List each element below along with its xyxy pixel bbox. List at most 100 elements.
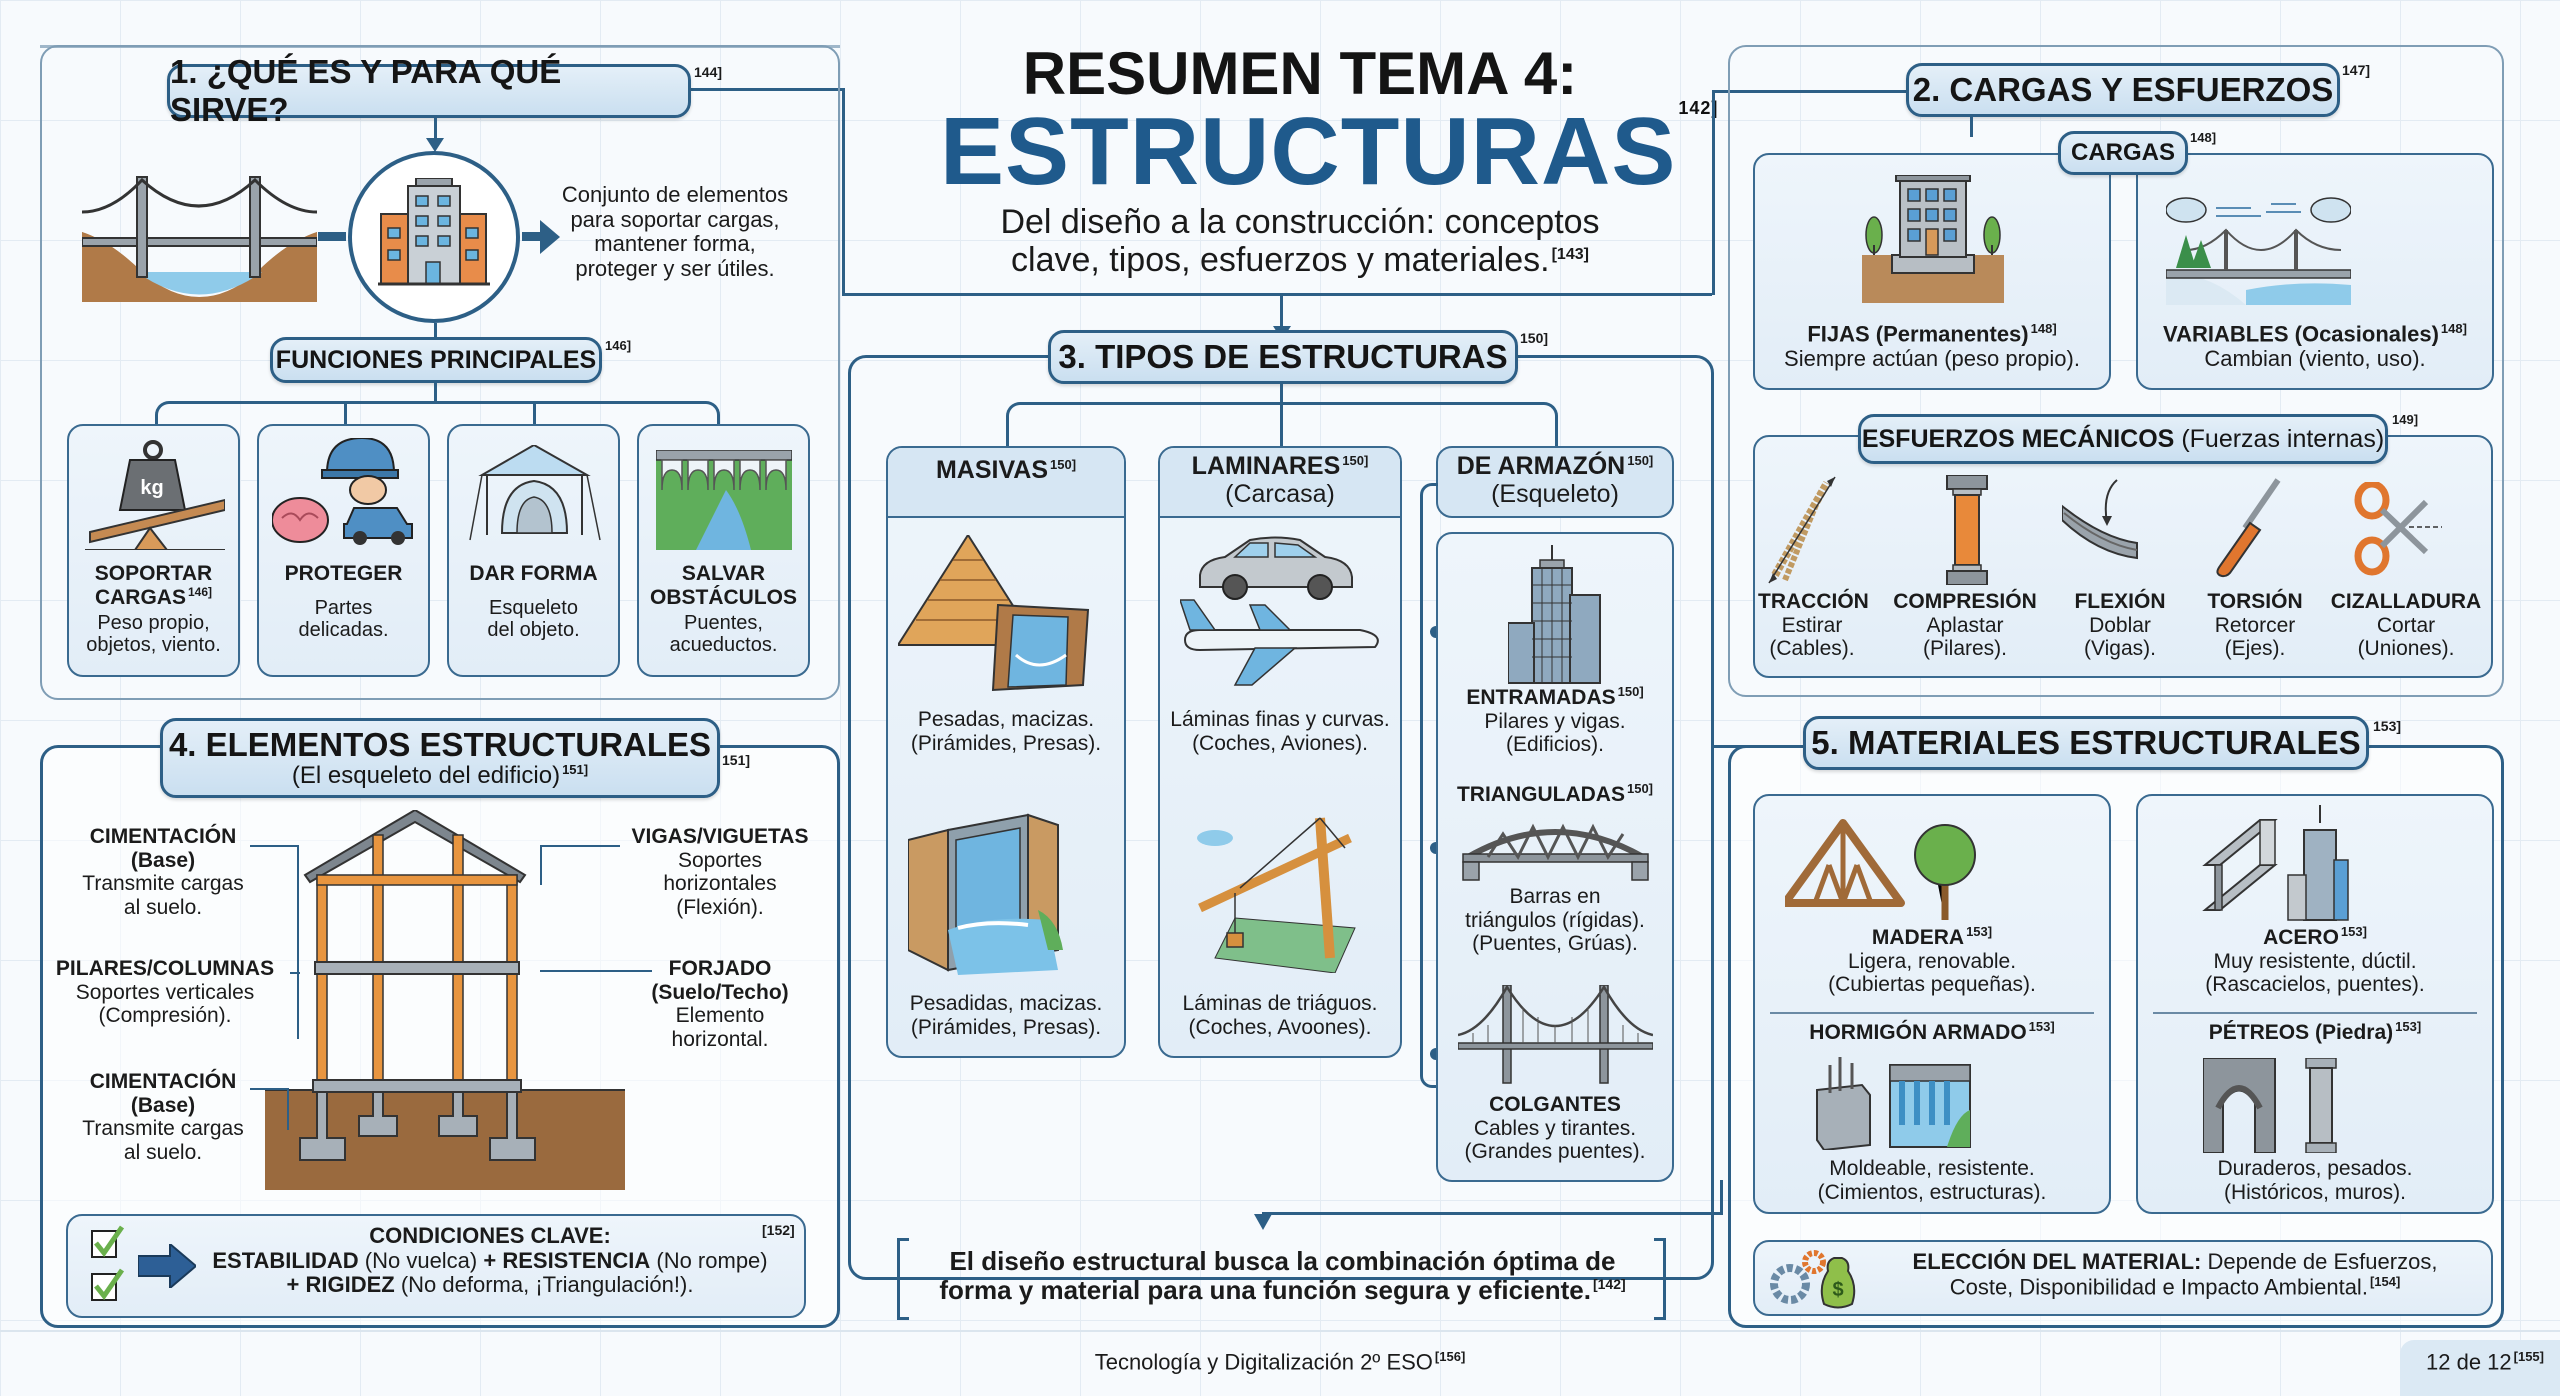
stress-title: TRACCIÓN [1758, 590, 1869, 613]
function-title-line: SOPORTAR [94, 562, 213, 585]
section-5-ref: 153] [2373, 718, 2402, 734]
section-1-title: 1. ¿QUÉ ES Y PARA QUÉ SIRVE? [167, 53, 691, 128]
building-frame-diagram [265, 810, 625, 1190]
truss-bridge-icon [1462, 823, 1649, 881]
material-desc: (Cimientos, estructuras). [1817, 1180, 2047, 1204]
weight-seesaw-icon: kg [85, 440, 225, 550]
load-ref: 148] [2440, 321, 2467, 336]
page-subtitle: Del diseño a la construcción: conceptos … [930, 203, 1670, 279]
pillar-icon [1946, 475, 1988, 585]
condition-2: + RESISTENCIA [483, 1247, 651, 1273]
element-desc: (Flexión). [676, 895, 764, 919]
element-sub: (Suelo/Techo) [651, 980, 789, 1004]
material-ref: 153] [2028, 1019, 2055, 1034]
building-icon [378, 178, 490, 286]
load-title: FIJAS (Permanentes) [1807, 321, 2029, 347]
stresses-title-normal: (Fuerzas internas) [2181, 424, 2385, 453]
subtitle-line-2: clave, tipos, esfuerzos y materiales. [1011, 241, 1550, 280]
page-ref: [155] [2513, 1349, 2544, 1364]
connector-line [434, 118, 437, 146]
bridge-weather-icon [2166, 197, 2351, 305]
svg-text:kg: kg [140, 477, 163, 499]
load-title: VARIABLES (Ocasionales) [2163, 321, 2439, 347]
stress-desc: Cortar [2376, 613, 2436, 637]
choice-text: Coste, Disponibilidad e Impacto Ambienta… [1949, 1273, 2368, 1299]
label-vigas: VIGAS/VIGUETAS Soportes horizontales (Fl… [615, 825, 825, 919]
leader-line [287, 1088, 289, 1130]
car-plane-icon [1180, 536, 1379, 686]
load-desc: Cambian (viento, uso). [2204, 345, 2426, 371]
connector-line [1714, 745, 1804, 748]
page-number-box [2400, 1340, 2560, 1396]
conditions-ref: [152] [762, 1222, 795, 1238]
section-3-title-text: 3. TIPOS DE ESTRUCTURAS [1058, 338, 1508, 375]
stress-title: COMPRESIÓN [1893, 590, 2037, 613]
connector-line [1970, 117, 1973, 137]
function-desc-line: Esqueleto [489, 597, 578, 619]
loads-title: CARGAS [2058, 131, 2188, 175]
type-title: LAMINARES [1191, 452, 1341, 480]
steel-beam-icon [2202, 805, 2349, 921]
section-5-title-text: 5. MATERIALES ESTRUCTURALES [1811, 724, 2361, 761]
building-icon [1862, 175, 2004, 303]
stress-desc: Doblar [2089, 613, 2151, 637]
type-desc: Pesadas, macizas. [917, 708, 1095, 731]
masivas-desc: Pesadas, macizas. (Pirámides, Presas). [886, 708, 1126, 755]
checkbox-checked-icon [91, 1225, 125, 1258]
bracket-left [897, 1238, 909, 1320]
connector-line [1712, 90, 1715, 295]
section-3-title: 3. TIPOS DE ESTRUCTURAS [1048, 330, 1518, 384]
subtitle-ref: [143] [1551, 245, 1589, 263]
element-desc: Soportes [677, 848, 763, 872]
type-desc: Pesadidas, macizas. [909, 992, 1103, 1015]
material-title: ACERO [2263, 926, 2339, 949]
functions-title: FUNCIONES PRINCIPALES [270, 337, 602, 383]
connector-line [690, 88, 845, 91]
material-petreos-desc: Duraderos, pesados. (Históricos, muros). [2136, 1157, 2494, 1204]
stress-desc: Estirar [1781, 613, 1843, 637]
svg-text:$: $ [1832, 1279, 1843, 1301]
leader-line [540, 970, 652, 972]
type-title: MASIVAS [935, 456, 1049, 484]
leader-line [540, 845, 542, 885]
title-line-2: ESTRUCTURAS [940, 98, 1677, 205]
section-1-ref: 144] [694, 64, 723, 80]
element-desc: Elemento [675, 1004, 765, 1028]
wood-truss-tree-icon [1785, 819, 1976, 920]
type-desc: Láminas finas y curvas. [1170, 708, 1390, 731]
section-4-subtitle-ref: 151] [562, 761, 589, 777]
element-sub: (Base) [130, 1093, 196, 1117]
stress-title: TORSIÓN [2207, 590, 2303, 613]
choice-ref: [154] [2369, 1273, 2401, 1289]
footer-divider [0, 1330, 2560, 1332]
stress-label: CIZALLADURA Cortar (Uniones). [2326, 590, 2486, 661]
subtype-desc: Barras en [1509, 885, 1601, 908]
page-title: RESUMEN TEMA 4: [960, 40, 1640, 107]
material-petreos-title: PÉTREOS (Piedra)153] [2136, 1019, 2494, 1045]
connector-line [1280, 384, 1283, 404]
leader-line [250, 845, 298, 847]
checkbox-checked-icon [91, 1268, 125, 1301]
helmet-brain-car-icon [272, 438, 413, 545]
stone-arch-icon [2203, 1058, 2337, 1153]
arrow-down-icon [1254, 1214, 1272, 1230]
laminares-desc-2: Láminas de triáguos. (Coches, Avoones). [1158, 992, 1402, 1039]
function-desc: Partes delicadas. [257, 597, 430, 642]
laminares-header [1160, 448, 1400, 518]
stress-desc: (Cables). [1769, 637, 1855, 661]
element-title: PILARES/COLUMNAS [55, 957, 275, 980]
course-text: Tecnología y Digitalización 2º ESO [1094, 1349, 1433, 1375]
masivas-header [888, 448, 1124, 518]
building-circle [348, 151, 520, 323]
type-desc: (Coches, Avoones). [1188, 1015, 1372, 1039]
connector-line [1712, 90, 1912, 93]
function-title: PROTEGER [257, 562, 430, 586]
element-desc: al suelo. [123, 1140, 203, 1164]
aqueduct-icon [656, 450, 792, 550]
